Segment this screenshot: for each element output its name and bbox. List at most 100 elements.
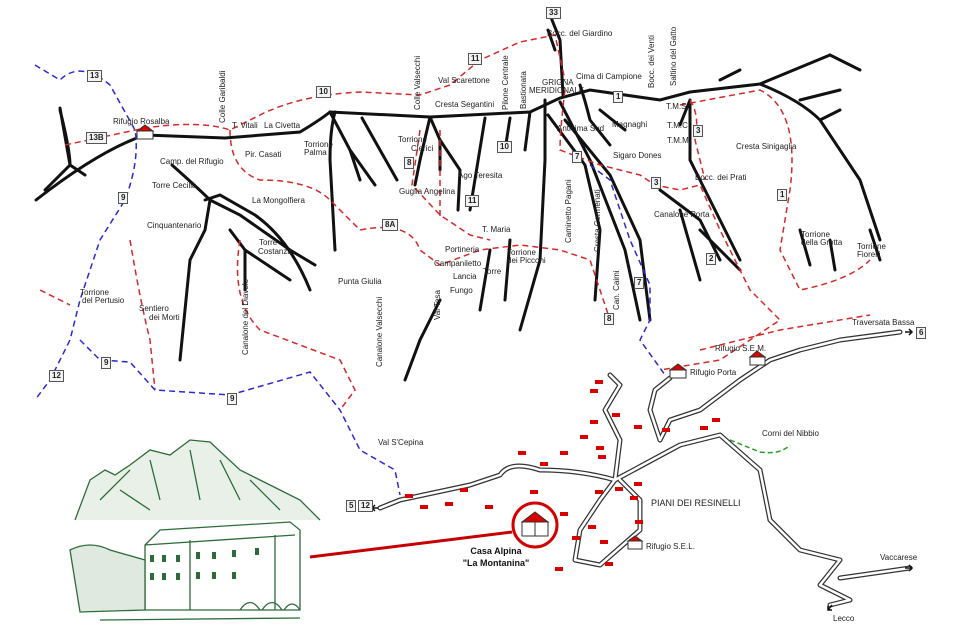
label-cinquantenario: Cinquantenario [147, 221, 202, 230]
label-cresta-segantini: Cresta Segantini [435, 100, 495, 109]
label-tmc: T.M.C. [667, 121, 691, 130]
label-cresta-sinigaglia: Cresta Sinigaglia [736, 142, 797, 151]
trail-badge-9b: 9 [101, 357, 112, 369]
trail-badge-8a: 8 [404, 157, 415, 169]
label-torre-cecilia: Torre Cecilia [152, 181, 197, 190]
label-cima-di-campione: Cima di Campione [576, 72, 642, 81]
trail-badge-8b: 8 [604, 313, 615, 325]
blue-trails [34, 64, 666, 496]
highlight-circle [511, 501, 559, 549]
roads [377, 329, 913, 608]
hut-porta-icon [668, 363, 688, 379]
label-piani-dei-resinelli: PIANI DEI RESINELLI [651, 498, 741, 508]
label-sentiero-dei-morti-1: Sentiero [139, 304, 169, 313]
label-torrione-pertusio-2: del Pertusio [82, 296, 125, 305]
casa-alpina-name: Casa Alpina [470, 546, 522, 556]
label-t-vitali: T. Vitali [232, 121, 258, 130]
label-cresta-cermenati: Cresta Cermenati [593, 189, 602, 252]
label-val-scepina: Val S'Cepina [378, 438, 424, 447]
trail-badge-1b: 1 [777, 189, 788, 201]
label-canalone-del-diavolo: Canalone del Diavolo [241, 278, 250, 355]
label-colle-valsecchi: Colle Valsecchi [413, 55, 422, 110]
casa-alpina-subtitle: "La Montanina" [462, 558, 530, 568]
casa-alpina-icon [520, 511, 550, 537]
label-bocc-dei-prati: Bocc. dei Prati [695, 173, 747, 182]
label-caminetto-pagani: Caminetto Pagani [564, 179, 573, 243]
pointer-line [309, 530, 513, 559]
label-canalone-porta: Canalone Porta [654, 210, 710, 219]
label-val-tesa: Val Tesa [433, 290, 442, 320]
trail-badge-5: 5 [346, 500, 357, 512]
casa-alpina-sketch [69, 439, 321, 621]
hut-icons [135, 124, 767, 550]
casa-alpina-label: Casa Alpina "La Montanina" [455, 545, 537, 569]
trail-badge-10a: 10 [316, 86, 331, 98]
label-pir-casati: Pir. Casati [245, 150, 282, 159]
label-vaccarese: Vaccarese [880, 553, 918, 562]
label-torrione-clerici-2: Clerici [411, 144, 434, 153]
label-punta-giulia: Punta Giulia [338, 277, 382, 286]
hut-rosalba-icon [135, 124, 155, 140]
label-torrione-picconi-2: dei Picconi [507, 256, 546, 265]
label-val-scarettone: Val Scarettone [438, 76, 490, 85]
label-la-mongolfiera: La Mongolfiera [252, 196, 305, 205]
trail-badge-8A: 8A [382, 219, 399, 231]
label-anticima-sud: Anticima Sud [557, 124, 605, 133]
green-trail [729, 439, 791, 454]
ridge-lines [34, 13, 882, 382]
label-torrione-palma-2: Palma [304, 148, 327, 157]
label-bastionata: Bastionata [519, 71, 528, 109]
label-grigna-1: GRIGNA [542, 78, 574, 87]
label-pilone-centrale: Pilone Centrale [501, 55, 510, 110]
label-lancia: Lancia [453, 272, 477, 281]
label-sentiero-dei-morti-2: dei Morti [149, 313, 180, 322]
label-guglia-angelina: Guglia Angelina [399, 187, 456, 196]
trail-badge-10b: 10 [497, 141, 512, 153]
hut-sem-icon [748, 350, 767, 366]
trail-badge-2: 2 [706, 253, 717, 265]
label-bocc-dei-venti: Bocc. dei Venti [647, 35, 656, 88]
label-torrione-fiorelli-2: Fiorelli [857, 250, 881, 259]
label-torrione-fiorelli-1: Torrione [857, 242, 886, 251]
label-canalone-valsecchi: Canalone Valsecchi [375, 296, 384, 367]
label-torrione-clerici-1: Torrione [398, 135, 427, 144]
label-rifugio-rosalba: Rifugio Rosalba [113, 117, 170, 126]
trail-badge-13b: 13B [86, 132, 107, 144]
label-campaniletto: Campaniletto [434, 259, 482, 268]
label-torre-costanza-1: Torre [259, 238, 278, 247]
label-torrione-palma-1: Torrione [304, 140, 333, 149]
trail-badge-9c: 9 [227, 393, 238, 405]
trail-badge-7a: 7 [572, 151, 583, 163]
trail-badge-6: 6 [916, 327, 927, 339]
trail-badge-12: 12 [49, 370, 64, 382]
label-torrione-grotta-2: della Grotta [801, 238, 843, 247]
trail-badge-3b: 3 [651, 177, 662, 189]
label-la-civetta: La Civetta [264, 121, 301, 130]
trail-badge-1a: 1 [613, 91, 624, 103]
label-tmm: T.M.M. [667, 136, 691, 145]
red-trails [39, 34, 871, 411]
arrow-icons [370, 328, 914, 611]
label-camp-del-rifugio: Camp. del Rifugio [160, 157, 224, 166]
trail-badge-12b: 12 [358, 500, 373, 512]
label-traversata-bassa: Traversata Bassa [852, 318, 915, 327]
label-torrione-picconi-1: Torrione [507, 248, 536, 257]
label-saltino-del-gatto: Saltino del Gatto [669, 26, 678, 86]
trail-badge-33: 33 [546, 7, 561, 19]
label-tms: T.M.S. [666, 102, 689, 111]
label-torre: Torre [483, 267, 502, 276]
label-torre-costanza-2: Costanza [258, 247, 292, 256]
label-rifugio-porta: Rifugio Porta [690, 368, 737, 377]
label-ago-teresita: Ago Teresita [458, 171, 503, 180]
label-lecco: Lecco [833, 614, 855, 623]
label-can-caimi: Can. Caimi [612, 270, 621, 310]
label-rifugio-sel: Rifugio S.E.L. [646, 542, 695, 551]
trail-badge-11a: 11 [468, 53, 483, 65]
label-fungo: Fungo [450, 286, 473, 295]
label-corni-del-nibbio: Corni del Nibbio [762, 429, 819, 438]
label-sigaro-dones: Sigaro Dones [613, 151, 662, 160]
label-torrione-grotta-1: Torrione [801, 230, 830, 239]
hut-sel-icon [626, 535, 644, 550]
